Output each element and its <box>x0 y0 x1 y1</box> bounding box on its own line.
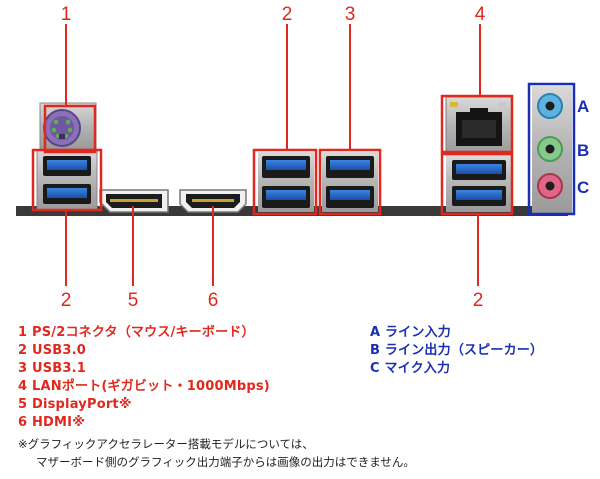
callout-label-4: 4 <box>475 4 486 25</box>
callout-box-4 <box>440 94 514 154</box>
hdmi-icon <box>179 189 247 213</box>
callout-label-1: 1 <box>61 4 72 25</box>
callout-box-2-center <box>252 148 318 216</box>
callout-box-1 <box>43 104 97 154</box>
callout-label-a: A <box>577 97 589 116</box>
callout-label-6: 6 <box>208 290 219 311</box>
legend-item-hdmi: 6 HDMI※ <box>18 415 86 430</box>
legend-item-line-in: A ライン入力 <box>370 325 451 340</box>
callout-label-b: B <box>577 141 589 160</box>
callout-label-2-right: 2 <box>473 290 484 311</box>
callout-box-audio <box>527 82 576 216</box>
rear-io-panel: 1 2 3 4 2 5 6 2 A B C <box>16 4 589 311</box>
usb30-ports-icon <box>258 152 314 212</box>
legend-item-line-out: B ライン出力（スピーカー） <box>370 343 544 358</box>
callout-label-3: 3 <box>345 4 356 25</box>
legend-item-lan: 4 LANポート(ギガビット・1000Mbps) <box>18 379 270 394</box>
footnote-line-2: マザーボード側のグラフィック出力端子からは画像の出力はできません。 <box>36 455 415 469</box>
ps2-connector-icon <box>39 102 97 150</box>
callout-label-2-top: 2 <box>282 4 293 25</box>
footnote-line-1: ※グラフィックアクセラレーター搭載モデルについては、 <box>18 437 314 451</box>
usb31-ports-icon <box>322 152 378 212</box>
audio-jacks-icon <box>532 86 572 214</box>
legend-item-usb30: 2 USB3.0 <box>18 343 87 358</box>
legend-item-usb31: 3 USB3.1 <box>18 361 87 376</box>
callout-label-5: 5 <box>128 290 139 311</box>
callout-label-2-left: 2 <box>61 290 72 311</box>
lan-port-icon <box>445 96 513 156</box>
legend-item-ps2: 1 PS/2コネクタ（マウス/キーボード） <box>18 325 255 340</box>
callout-label-c: C <box>577 178 589 197</box>
legend-item-mic-in: C マイク入力 <box>370 361 451 376</box>
legend-item-displayport: 5 DisplayPort※ <box>18 397 132 412</box>
usb-lan-ports-icon <box>446 156 512 212</box>
usb-port-icon <box>36 149 98 211</box>
